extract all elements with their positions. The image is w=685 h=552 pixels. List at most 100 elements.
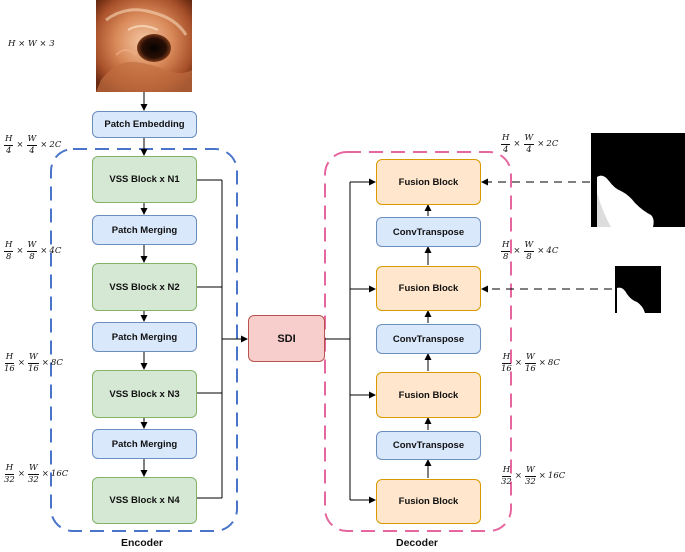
times-symbol: ×	[16, 246, 24, 256]
vss-block-1: VSS Block x N1	[92, 156, 197, 203]
times-symbol: ×	[538, 471, 546, 481]
height-fraction-numerator: H	[4, 352, 15, 364]
input-image	[96, 0, 192, 92]
convtranspose-2: ConvTranspose	[376, 324, 481, 354]
decoder-label: Decoder	[396, 537, 439, 549]
height-fraction-numerator: H	[4, 463, 15, 475]
convtranspose-1: ConvTranspose	[376, 217, 481, 247]
fusion-block-4: Fusion Block	[376, 479, 481, 524]
patch-embedding-box: Patch Embedding	[92, 111, 197, 138]
width-fraction-denominator: 8	[526, 251, 532, 262]
height-fraction-denominator: 32	[4, 474, 15, 485]
width-fraction-numerator: W	[523, 133, 535, 145]
vss-block-4: VSS Block x N4	[92, 477, 197, 524]
times-symbol: ×	[40, 246, 48, 256]
times-symbol: ×	[514, 471, 522, 481]
channel-count: 2C	[546, 139, 559, 149]
channel-count: 4C	[546, 246, 559, 256]
times-symbol: ×	[17, 469, 25, 479]
mask-image-large	[591, 133, 685, 227]
sdi-box: SDI	[248, 315, 325, 362]
fusion-block-2: Fusion Block	[376, 266, 481, 311]
width-fraction-numerator: W	[523, 240, 535, 252]
times-symbol: ×	[514, 358, 522, 368]
times-symbol: ×	[41, 358, 49, 368]
height-fraction-denominator: 4	[6, 145, 12, 156]
width-fraction-numerator: W	[524, 352, 536, 364]
width-fraction-denominator: 16	[27, 363, 39, 374]
times-symbol: ×	[513, 246, 521, 256]
decoder-group-outline	[324, 151, 512, 532]
channel-count: 2C	[49, 140, 62, 150]
encoder-label: Encoder	[121, 537, 164, 549]
times-symbol: ×	[538, 358, 546, 368]
times-symbol: ×	[537, 246, 545, 256]
width-fraction-numerator: W	[27, 463, 39, 475]
width-fraction-numerator: W	[524, 465, 536, 477]
height-fraction-numerator: H	[4, 240, 14, 252]
patch-merging-1: Patch Merging	[92, 215, 197, 245]
vss-block-2: VSS Block x N2	[92, 263, 197, 311]
channel-count: 8C	[547, 358, 560, 368]
width-fraction-denominator: 32	[27, 474, 39, 485]
height-fraction-denominator: 16	[501, 363, 512, 374]
channel-count: 16C	[50, 469, 69, 479]
convtranspose-3: ConvTranspose	[376, 431, 481, 460]
vss-block-3: VSS Block x N3	[92, 370, 197, 418]
height-fraction-numerator: H	[501, 133, 511, 145]
height-fraction-numerator: H	[501, 352, 512, 364]
channel-count: 4C	[49, 246, 62, 256]
width-fraction-denominator: 32	[524, 476, 536, 487]
width-fraction-numerator: W	[27, 352, 39, 364]
times-symbol: ×	[41, 469, 49, 479]
times-symbol: ×	[17, 358, 25, 368]
mask-image-small	[615, 266, 661, 313]
patch-merging-3: Patch Merging	[92, 429, 197, 459]
input-dims: H × W × 3	[8, 39, 55, 49]
times-symbol: ×	[16, 140, 24, 150]
height-fraction-denominator: 32	[501, 476, 512, 487]
height-fraction-denominator: 16	[4, 363, 15, 374]
width-fraction-denominator: 4	[526, 144, 532, 155]
height-fraction-denominator: 8	[503, 251, 509, 262]
fusion-block-1: Fusion Block	[376, 159, 481, 205]
width-fraction-denominator: 8	[29, 251, 35, 262]
width-fraction-denominator: 16	[524, 363, 536, 374]
channel-count: 8C	[50, 358, 63, 368]
width-fraction-numerator: W	[26, 134, 38, 146]
times-symbol: ×	[513, 139, 521, 149]
height-fraction-numerator: H	[501, 240, 511, 252]
width-fraction-numerator: W	[26, 240, 38, 252]
patch-merging-2: Patch Merging	[92, 322, 197, 352]
times-symbol: ×	[537, 139, 545, 149]
height-fraction-denominator: 4	[503, 144, 509, 155]
height-fraction-denominator: 8	[6, 251, 12, 262]
times-symbol: ×	[40, 140, 48, 150]
